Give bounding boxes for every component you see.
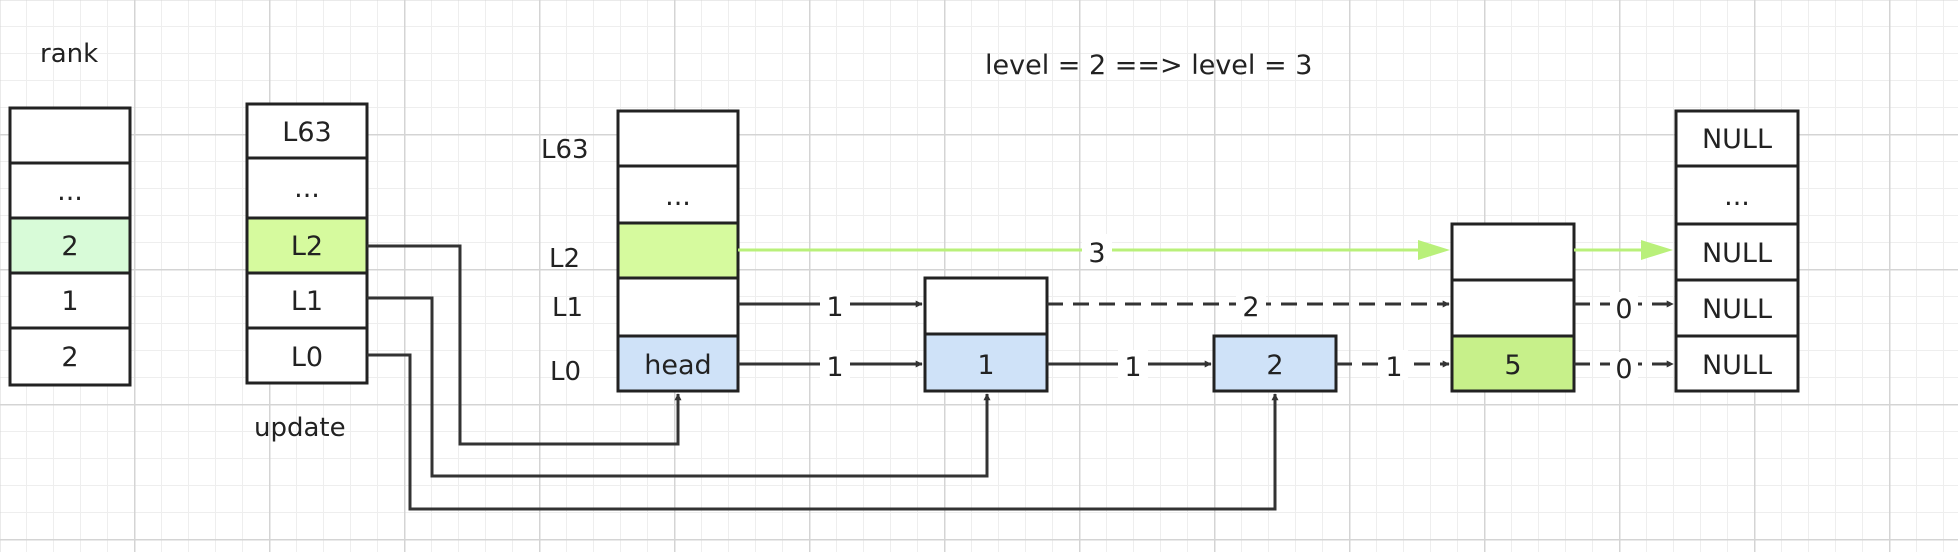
node-1-l0 (923, 332, 1049, 393)
head-cell-text: ... (665, 181, 691, 212)
node-5-label: 5 (1504, 350, 1521, 381)
span-bg (1118, 350, 1148, 380)
null-column: NULL ... NULL NULL NULL (1674, 109, 1800, 393)
rank-array: ... 2 1 2 (8, 106, 132, 387)
null-cell-text: NULL (1702, 294, 1772, 325)
node-5-l0 (1450, 334, 1576, 393)
span-l1-5-to-null: 0 (1615, 294, 1632, 325)
null-cell-text: ... (1724, 181, 1750, 212)
update-l1-pointer-wire (367, 296, 991, 478)
head-cell-l0 (616, 334, 740, 393)
span-l2-head-to-5: 3 (1088, 238, 1105, 269)
head-cell-l1 (616, 276, 740, 338)
null-cell (1674, 109, 1800, 168)
span-l0-1-to-2: 1 (1124, 352, 1141, 383)
span-l0-5-to-null: 0 (1615, 354, 1632, 385)
span-l1-1-to-5: 2 (1242, 292, 1259, 323)
update-label: update (254, 413, 346, 443)
l2-link-null-arrowhead (1641, 240, 1673, 260)
level-label-l1: L1 (552, 293, 583, 323)
update-cell (245, 326, 369, 385)
update-cell (245, 156, 369, 220)
null-cell (1674, 334, 1800, 393)
head-node-label: head (644, 350, 711, 381)
head-cell (616, 164, 740, 225)
span-bg (1610, 352, 1638, 380)
diagram-title: level = 2 ==> level = 3 (985, 50, 1312, 81)
null-cell (1674, 164, 1800, 226)
null-cell (1674, 222, 1800, 282)
update-cell-text: ... (294, 173, 320, 204)
span-bg (820, 290, 850, 320)
node-2-l0 (1212, 334, 1338, 393)
node-5-l1 (1450, 278, 1576, 338)
node-1: 1 (923, 276, 1049, 393)
span-bg (1610, 292, 1638, 320)
node-1-label: 1 (977, 350, 994, 381)
node-1-l1 (923, 276, 1049, 336)
null-cell (1674, 278, 1800, 338)
null-cell-text: NULL (1702, 350, 1772, 381)
null-cell-text: NULL (1702, 124, 1772, 155)
node-5: 5 (1450, 222, 1576, 393)
level-label-l2: L2 (549, 244, 580, 274)
node-2-label: 2 (1266, 350, 1283, 381)
update-cell-text: L63 (282, 117, 331, 148)
node-5-l2 (1450, 222, 1576, 282)
span-bg (1380, 350, 1408, 380)
span-l0-head-to-1: 1 (826, 352, 843, 383)
level-label-l0: L0 (550, 357, 581, 387)
rank-cell-text: 1 (61, 286, 78, 317)
rank-cell (8, 106, 132, 165)
update-cell-text: L0 (291, 342, 323, 373)
rank-cell (8, 326, 132, 387)
rank-cell-text: 2 (61, 342, 78, 373)
head-cell (616, 109, 740, 168)
span-bg (820, 350, 850, 380)
head-cell-l2 (616, 221, 740, 280)
update-l0-pointer-wire (367, 353, 1279, 511)
update-cell-text: L2 (291, 231, 323, 262)
span-bg (1082, 234, 1112, 266)
l2-link-arrowhead (1418, 240, 1450, 260)
level-label-l63: L63 (541, 135, 589, 165)
node-2: 2 (1212, 334, 1338, 393)
head-column: ... head (616, 109, 740, 393)
update-cell (245, 271, 369, 330)
rank-cell-text: ... (57, 176, 83, 207)
update-l2-pointer-wire (367, 244, 682, 446)
span-bg (1236, 290, 1266, 320)
null-cell-text: NULL (1702, 238, 1772, 269)
span-l0-2-to-5: 1 (1385, 352, 1402, 383)
update-array: L63 ... L2 L1 L0 (245, 102, 369, 385)
update-cell-text: L1 (291, 286, 323, 317)
rank-cell-text: 2 (61, 231, 78, 262)
span-l1-head-to-1: 1 (826, 292, 843, 323)
rank-label: rank (40, 39, 98, 69)
